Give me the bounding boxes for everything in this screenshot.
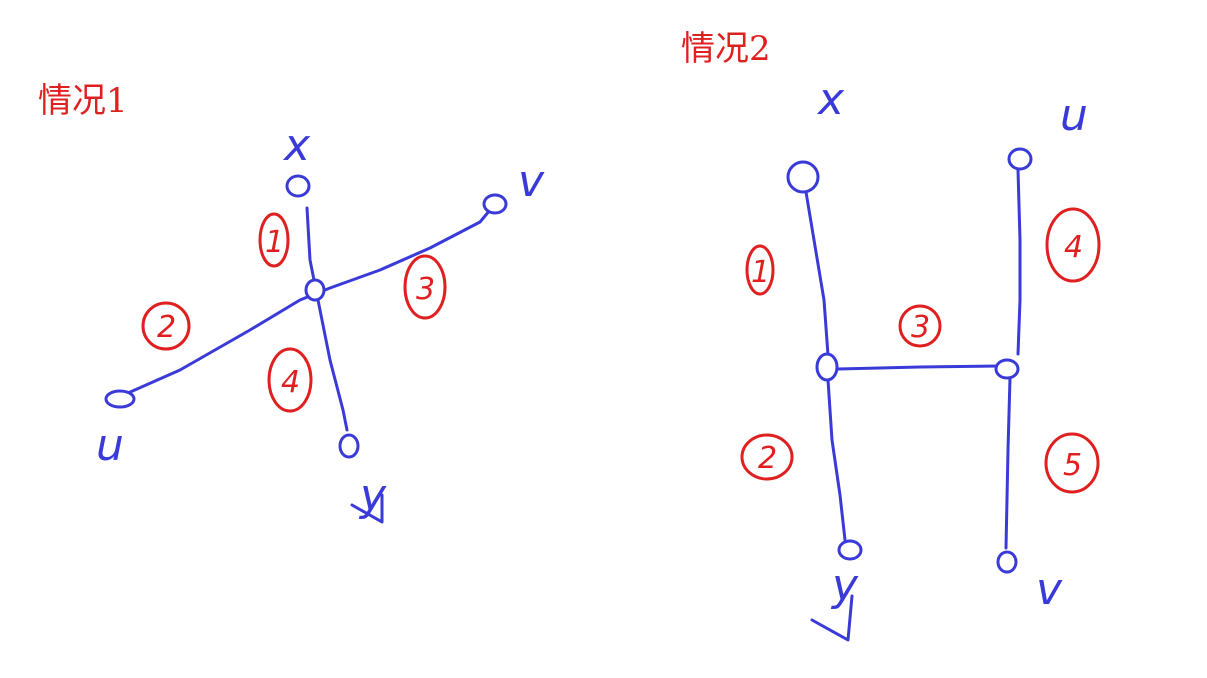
case1-edge-1-label: 1 (265, 225, 284, 260)
case1-vertex-u (104, 389, 136, 409)
case2-label-u: u (1060, 90, 1088, 141)
case2-title: 情况2 (681, 29, 771, 69)
case2-vertex-y (837, 539, 863, 561)
case2-edge-left-right (836, 364, 1002, 371)
case1-label-u: u (96, 420, 124, 471)
case2-edge-right-v (1004, 376, 1012, 550)
case2-edge-3-label: 3 (911, 310, 930, 345)
case2-vertex-v (996, 550, 1018, 574)
case2-edge-x-left (804, 190, 830, 357)
case1-label-x: x (282, 120, 311, 171)
case2-y-tail (810, 594, 854, 642)
case2-vertex-right-center (994, 358, 1020, 380)
case1-edge-2-ring (141, 301, 191, 351)
case1-edge-3-ring (403, 254, 447, 320)
case2-vertex-left-center (815, 352, 839, 382)
case1-vertex-center (304, 278, 326, 302)
case1-edge-1-ring (258, 212, 290, 268)
case1-label-v: v (518, 156, 545, 207)
case2-label-y: y (830, 560, 859, 611)
case1-vertex-v (482, 193, 508, 215)
case2-label-x: x (816, 74, 845, 125)
case1-edge-u-v (126, 208, 492, 395)
case1-edge-2-label: 2 (157, 310, 176, 345)
case2-edge-4-label: 4 (1064, 230, 1083, 265)
case2-vertex-u (1007, 147, 1033, 171)
case2-edge-u-right (1016, 168, 1022, 356)
case2-edge-1-ring (745, 244, 775, 296)
case1-vertex-y (338, 433, 360, 459)
case1-graph: x v u y 1 2 3 4 (96, 120, 545, 524)
case2-edge-5-label: 5 (1063, 448, 1082, 483)
case1-edge-x-y (305, 206, 349, 432)
case2-edge-3-ring (898, 304, 942, 348)
case2-edge-1-label: 1 (751, 255, 770, 290)
case1-y-tail (350, 493, 384, 524)
case2-edge-2-label: 2 (758, 441, 777, 476)
case1-edge-3-label: 3 (416, 272, 435, 307)
case2-graph: x u y v 1 3 4 2 5 (740, 74, 1101, 642)
case2-label-v: v (1036, 564, 1063, 615)
case1-title: 情况1 (38, 81, 128, 121)
case2-edge-5-ring (1044, 432, 1100, 494)
case1-edge-4-ring (267, 347, 313, 413)
case1-vertex-x (285, 174, 311, 198)
case2-edge-2-ring (740, 433, 794, 481)
case1-edge-4-label: 4 (281, 365, 300, 400)
case2-vertex-x (786, 160, 820, 194)
case2-edge-left-y (826, 378, 847, 542)
case2-edge-4-ring (1045, 207, 1101, 283)
